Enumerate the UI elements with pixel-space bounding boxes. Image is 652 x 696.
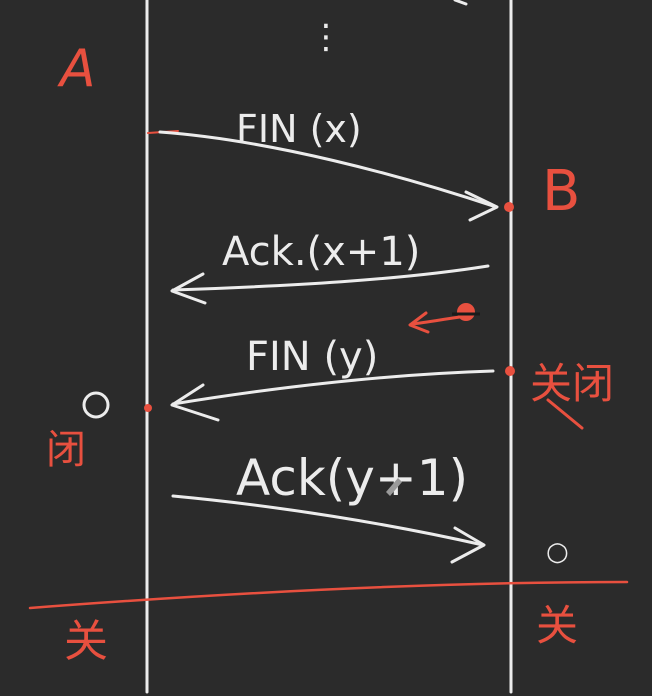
fin-x-label: FIN (x) bbox=[236, 107, 362, 151]
left-close-label: 闭 bbox=[46, 427, 86, 473]
pointer-target-blob bbox=[457, 303, 475, 321]
fin-y-label: FIN (y) bbox=[246, 334, 378, 380]
ack-x1-arrow-line bbox=[171, 264, 490, 292]
ack-x1-arrow-head bbox=[170, 272, 207, 305]
top-partial-stroke bbox=[453, 0, 468, 6]
right-bottom-close-label: 关 bbox=[536, 601, 578, 650]
pen-cursor-icon bbox=[386, 478, 402, 496]
continuation-dots: ⋮ bbox=[309, 17, 343, 57]
host-a-label: A bbox=[57, 39, 96, 99]
ack-y1-arrow-head bbox=[450, 526, 486, 564]
ack-x1-label: Ack.(x+1) bbox=[222, 229, 420, 275]
fin-x-receive-dot bbox=[504, 202, 514, 212]
ack-y1-arrow-line bbox=[171, 494, 485, 547]
fin-x-arrow-line bbox=[158, 130, 498, 209]
right-close-label: 关闭 bbox=[530, 359, 614, 408]
fin-y-send-dot bbox=[505, 366, 515, 376]
right-close-stroke bbox=[546, 398, 584, 430]
bottom-divider-stroke bbox=[28, 580, 629, 610]
left-bottom-close-label: 关 bbox=[64, 616, 108, 667]
host-b-label: B bbox=[542, 159, 580, 224]
fin-y-arrow-head bbox=[170, 383, 220, 422]
ack-y1-label: Ack(y+1) bbox=[236, 449, 468, 507]
fin-x-arrow-head bbox=[464, 190, 499, 222]
right-small-circle: ○ bbox=[546, 537, 569, 567]
fin-y-arrow-line bbox=[171, 369, 495, 406]
pointer-arrow-head bbox=[408, 311, 430, 334]
left-small-circle bbox=[82, 391, 110, 419]
fin-y-receive-dot bbox=[144, 404, 152, 412]
